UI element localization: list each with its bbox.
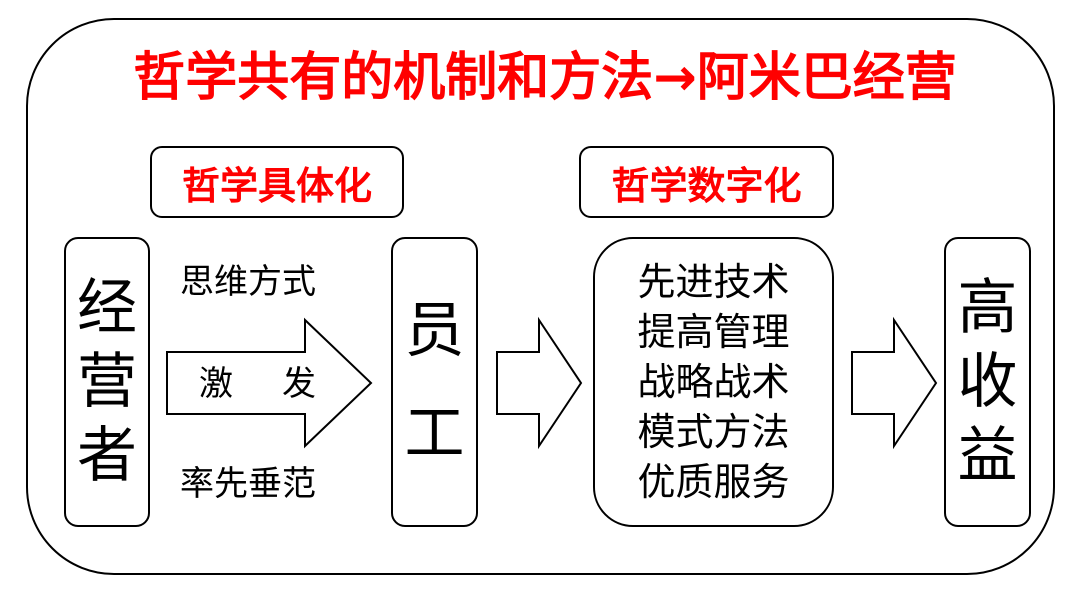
employee-char: 工 xyxy=(404,398,465,469)
employee-box: 员 工 xyxy=(391,237,478,527)
outcome-char: 益 xyxy=(957,421,1018,491)
outcome-char: 收 xyxy=(957,347,1018,417)
lead-by-example-text: 率先垂范 xyxy=(180,464,316,504)
label-digitize: 哲学数字化 xyxy=(579,146,834,218)
outcome-char: 高 xyxy=(957,273,1018,343)
big-arrow-1 xyxy=(166,317,373,449)
inspire-char: 激 xyxy=(199,364,233,404)
arrow-2 xyxy=(496,316,583,450)
list-item: 提高管理 xyxy=(637,310,790,354)
operator-char: 经 xyxy=(77,273,137,343)
results-box: 先进技术 提高管理 战略战术 模式方法 优质服务 xyxy=(593,237,834,527)
outer-frame xyxy=(26,18,1055,575)
employee-char: 员 xyxy=(404,295,465,366)
list-item: 模式方法 xyxy=(637,410,790,454)
label-concretize: 哲学具体化 xyxy=(150,146,404,218)
operator-char: 营 xyxy=(77,347,137,417)
diagram-title: 哲学共有的机制和方法→阿米巴经营 xyxy=(133,48,957,108)
list-item: 战略战术 xyxy=(637,360,790,404)
operator-char: 者 xyxy=(77,421,137,491)
list-item: 先进技术 xyxy=(637,260,790,304)
inspire-char: 发 xyxy=(282,364,316,404)
operator-box: 经 营 者 xyxy=(64,237,150,527)
outcome-box: 高 收 益 xyxy=(944,237,1031,527)
list-item: 优质服务 xyxy=(637,460,790,504)
arrow-3 xyxy=(851,316,938,450)
thinking-mode-text: 思维方式 xyxy=(180,262,316,302)
